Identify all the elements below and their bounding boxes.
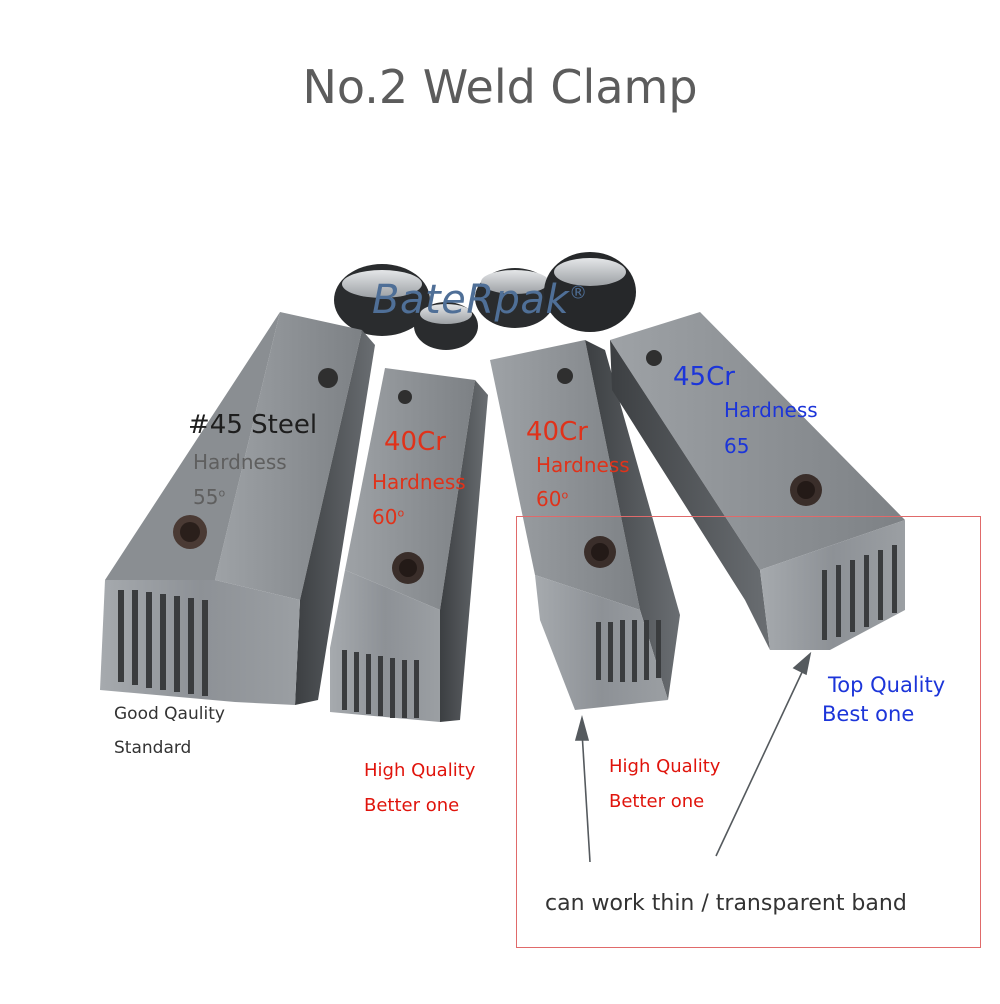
hardness-value-1: 55o <box>193 485 226 509</box>
highlight-frame <box>516 516 981 948</box>
hardness-value-4: 65 <box>724 434 750 458</box>
material-label-1: #45 Steel <box>188 410 318 440</box>
hardness-value-3: 60o <box>536 487 569 511</box>
brand-logo: BateRpak® <box>372 280 588 320</box>
clamp-40cr-right <box>490 340 680 710</box>
quality-label-2: High Quality <box>364 760 476 781</box>
quality-label-1: Good Qaulity <box>114 704 225 724</box>
grade-label-4: Best one <box>822 702 915 726</box>
thin-band-note: can work thin / transparent band <box>545 891 907 916</box>
clamp-45cr <box>610 312 905 650</box>
hardness-value-2: 60o <box>372 505 405 529</box>
brand-logo-text: BateRpak <box>372 277 570 323</box>
material-label-2: 40Cr <box>384 427 446 457</box>
hardness-label-2: Hardness <box>372 470 466 494</box>
material-label-3: 40Cr <box>526 417 588 447</box>
page-title: No.2 Weld Clamp <box>302 60 698 114</box>
grade-label-3: Better one <box>609 791 705 812</box>
hardness-label-4: Hardness <box>724 398 818 422</box>
hardness-label-3: Hardness <box>536 453 630 477</box>
quality-label-4: Top Quality <box>828 673 946 697</box>
grade-label-2: Better one <box>364 795 460 816</box>
clamp-40cr-left <box>330 368 488 722</box>
roller-bearings <box>334 252 636 350</box>
hardness-label-1: Hardness <box>193 450 287 474</box>
material-label-4: 45Cr <box>673 362 735 392</box>
registered-mark: ® <box>569 282 588 304</box>
pointer-arrows <box>574 651 812 863</box>
quality-label-3: High Quality <box>609 756 721 777</box>
grade-label-1: Standard <box>114 738 192 758</box>
clamp-45-steel <box>100 312 375 705</box>
